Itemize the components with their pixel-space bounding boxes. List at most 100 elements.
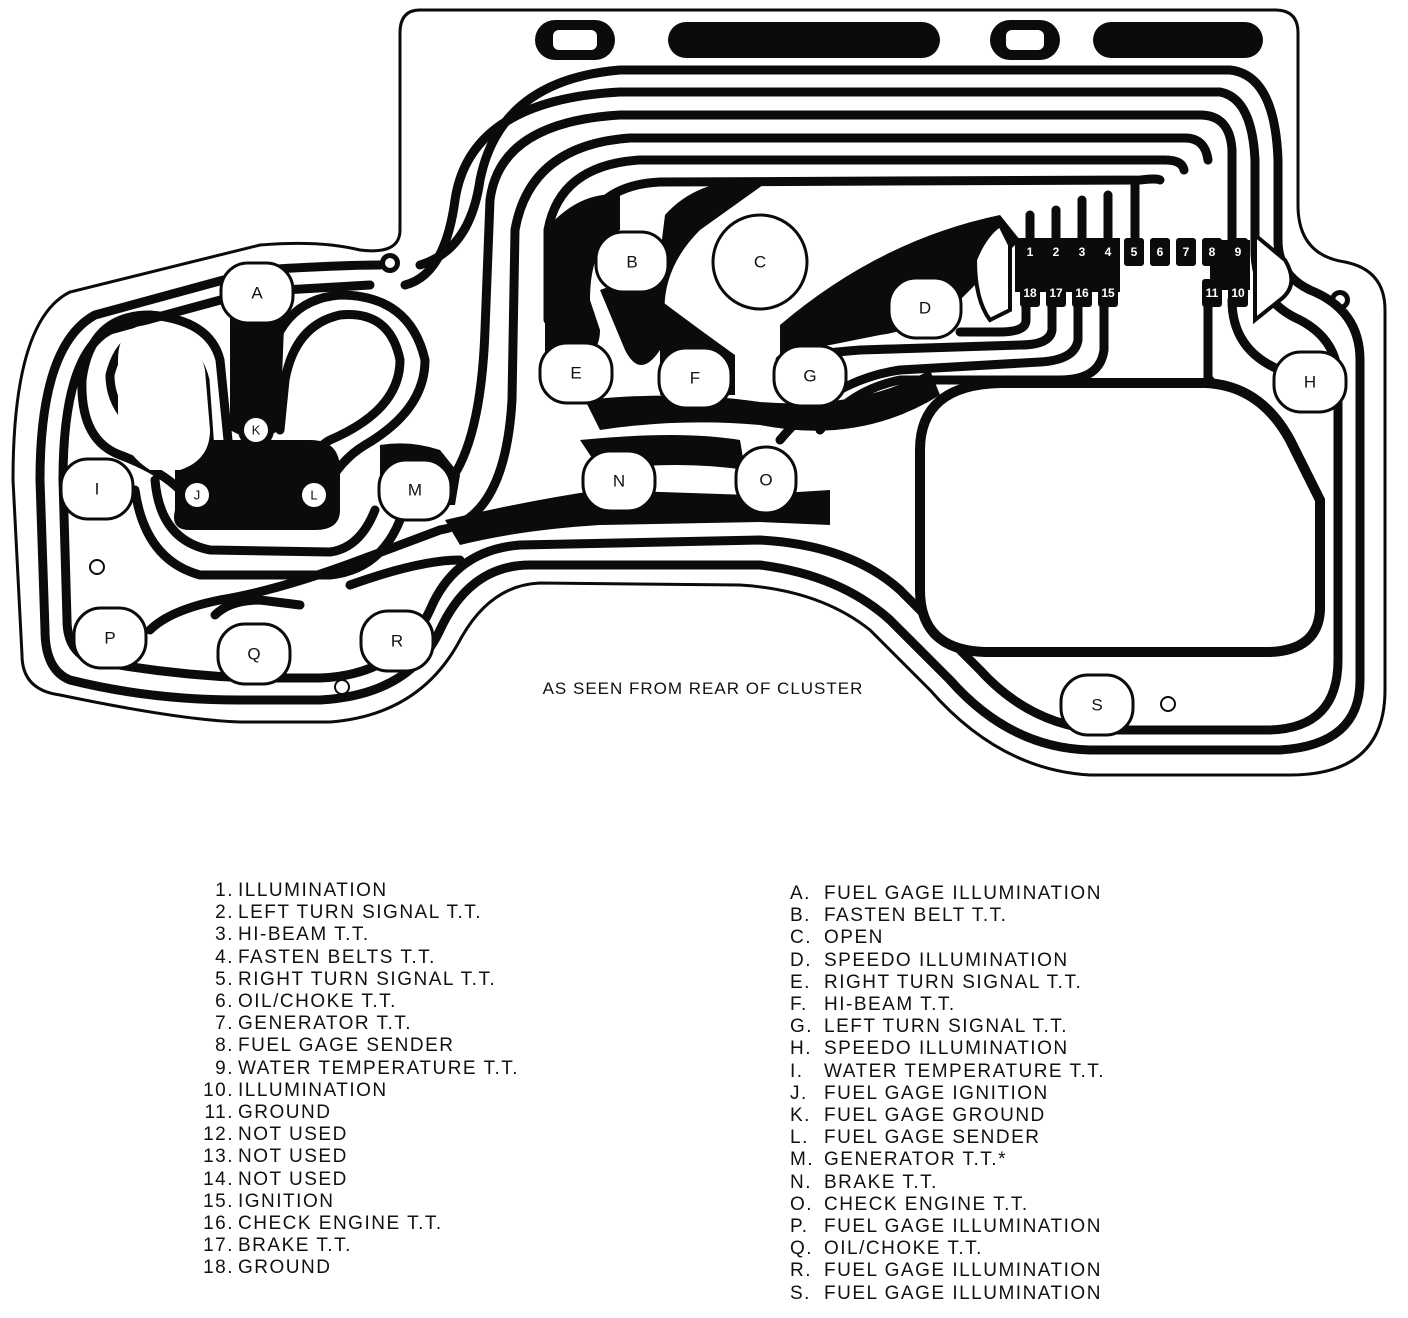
legend-text: OPEN: [824, 927, 884, 949]
socket-legend-item: O.CHECK ENGINE T.T.: [790, 1194, 1105, 1216]
socket-label: P: [104, 629, 115, 648]
legend-text: FASTEN BELTS T.T.: [238, 946, 436, 968]
socket-f: F: [657, 346, 733, 410]
socket-i: I: [59, 457, 135, 521]
pin-number: 17: [1049, 286, 1063, 300]
pin-legend-item: 12.NOT USED: [190, 1124, 519, 1146]
pin-legend-item: 11.GROUND: [190, 1102, 519, 1124]
socket-label: C: [754, 253, 766, 272]
legend-key: E.: [790, 971, 811, 993]
socket-legend-item: S.FUEL GAGE ILLUMINATION: [790, 1283, 1105, 1305]
legend-key: J.: [790, 1082, 808, 1104]
legend-text: WATER TEMPERATURE T.T.: [238, 1057, 520, 1079]
legend-text: SPEEDO ILLUMINATION: [824, 1038, 1069, 1060]
legend-key: 1.: [215, 880, 234, 901]
socket-body: [219, 261, 295, 325]
socket-body: [359, 609, 435, 673]
socket-body: [377, 458, 453, 522]
legend-text: RIGHT TURN SIGNAL T.T.: [824, 971, 1083, 993]
legend-text: FUEL GAGE SENDER: [824, 1127, 1041, 1149]
socket-d: D: [887, 276, 963, 340]
legend-text: CHECK ENGINE T.T.: [238, 1213, 443, 1235]
pin-pad: [1176, 238, 1196, 266]
pin-pad: [1150, 238, 1170, 266]
pin-pad: [1046, 238, 1066, 266]
pin-legend-item: 15.IGNITION: [190, 1191, 519, 1213]
socket-label: S: [1091, 696, 1102, 715]
socket-body: [72, 606, 148, 670]
pin-pad: [1228, 279, 1248, 307]
legend-key: 18.: [203, 1257, 234, 1279]
pin-number: 8: [1209, 245, 1216, 259]
pin-number: 9: [1235, 245, 1242, 259]
socket-body: [581, 449, 657, 513]
windows: [118, 222, 1325, 657]
legend-key: P.: [790, 1216, 809, 1238]
legend-text: GENERATOR T.T.*: [824, 1149, 1007, 1171]
legend-text: ILLUMINATION: [238, 1079, 388, 1101]
pin-pad: [1072, 279, 1092, 307]
socket-r: R: [359, 609, 435, 673]
legend-key: 15.: [203, 1190, 234, 1212]
pin-number: 3: [1079, 245, 1086, 259]
socket-body: [59, 457, 135, 521]
legend-text: FUEL GAGE ILLUMINATION: [824, 1282, 1102, 1304]
socket-body: [244, 418, 268, 442]
pin-number: 4: [1105, 245, 1112, 259]
legend-text: HI-BEAM T.T.: [238, 924, 370, 946]
pin-number: 1: [1027, 245, 1034, 259]
socket-body: [538, 341, 614, 405]
socket-legend-item: J. FUEL GAGE IGNITION: [790, 1083, 1105, 1105]
socket-n: N: [581, 449, 657, 513]
socket-legend-item: P.FUEL GAGE ILLUMINATION: [790, 1216, 1105, 1238]
legend-key: A.: [790, 883, 811, 904]
pin-number: 6: [1157, 245, 1164, 259]
socket-legend-item: I.WATER TEMPERATURE T.T.: [790, 1061, 1105, 1083]
legend-text: FUEL GAGE GROUND: [824, 1105, 1046, 1127]
pin-pad: [1124, 238, 1144, 266]
mounting-slots: [535, 20, 1263, 60]
legend-key: 6.: [215, 991, 234, 1013]
pin-number: 15: [1101, 286, 1115, 300]
socket-body: [734, 445, 798, 515]
legend-text: FUEL GAGE IGNITION: [824, 1082, 1049, 1104]
legend-key: L.: [790, 1127, 809, 1149]
socket-legend-item: L. FUEL GAGE SENDER: [790, 1127, 1105, 1149]
socket-legend: A. FUEL GAGE ILLUMINATION B. FASTEN BELT T.…: [790, 883, 1105, 1305]
legend-text: BRAKE T.T.: [824, 1171, 938, 1193]
traces: [35, 65, 1365, 755]
socket-h: H: [1272, 350, 1348, 414]
mounting-holes: [89, 253, 1350, 712]
legend-key: 9.: [215, 1057, 234, 1079]
pin-legend-item: 17.BRAKE T.T.: [190, 1235, 519, 1257]
legend-text: BRAKE T.T.: [238, 1235, 352, 1257]
socket-body: [1059, 673, 1135, 737]
legend-key: B.: [790, 905, 811, 927]
socket-legend-item: K.FUEL GAGE GROUND: [790, 1105, 1105, 1127]
legend-text: OIL/CHOKE T.T.: [238, 991, 397, 1013]
diagram-caption: AS SEEN FROM REAR OF CLUSTER: [543, 679, 864, 698]
socket-legend-item: E. RIGHT TURN SIGNAL T.T.: [790, 972, 1105, 994]
socket-label: R: [391, 632, 403, 651]
legend-key: 7.: [215, 1013, 234, 1035]
socket-legend-item: H.SPEEDO ILLUMINATION: [790, 1038, 1105, 1060]
legend-text: FASTEN BELT T.T.: [824, 905, 1008, 927]
legend-key: 14.: [203, 1168, 234, 1190]
socket-body: [216, 622, 292, 686]
pin-number: 11: [1206, 286, 1219, 300]
legend-text: IGNITION: [238, 1190, 335, 1212]
socket-body: [657, 346, 733, 410]
socket-e: E: [538, 341, 614, 405]
pin-pad: [1020, 238, 1040, 266]
legend-text: SPEEDO ILLUMINATION: [824, 949, 1069, 971]
socket-label: L: [310, 488, 317, 503]
legend-text: OIL/CHOKE T.T.: [824, 1238, 983, 1260]
socket-l: L: [296, 477, 332, 513]
socket-legend-item: B. FASTEN BELT T.T.: [790, 905, 1105, 927]
socket-k: K: [238, 412, 274, 448]
legend-key: 17.: [203, 1235, 234, 1257]
socket-q: Q: [216, 622, 292, 686]
